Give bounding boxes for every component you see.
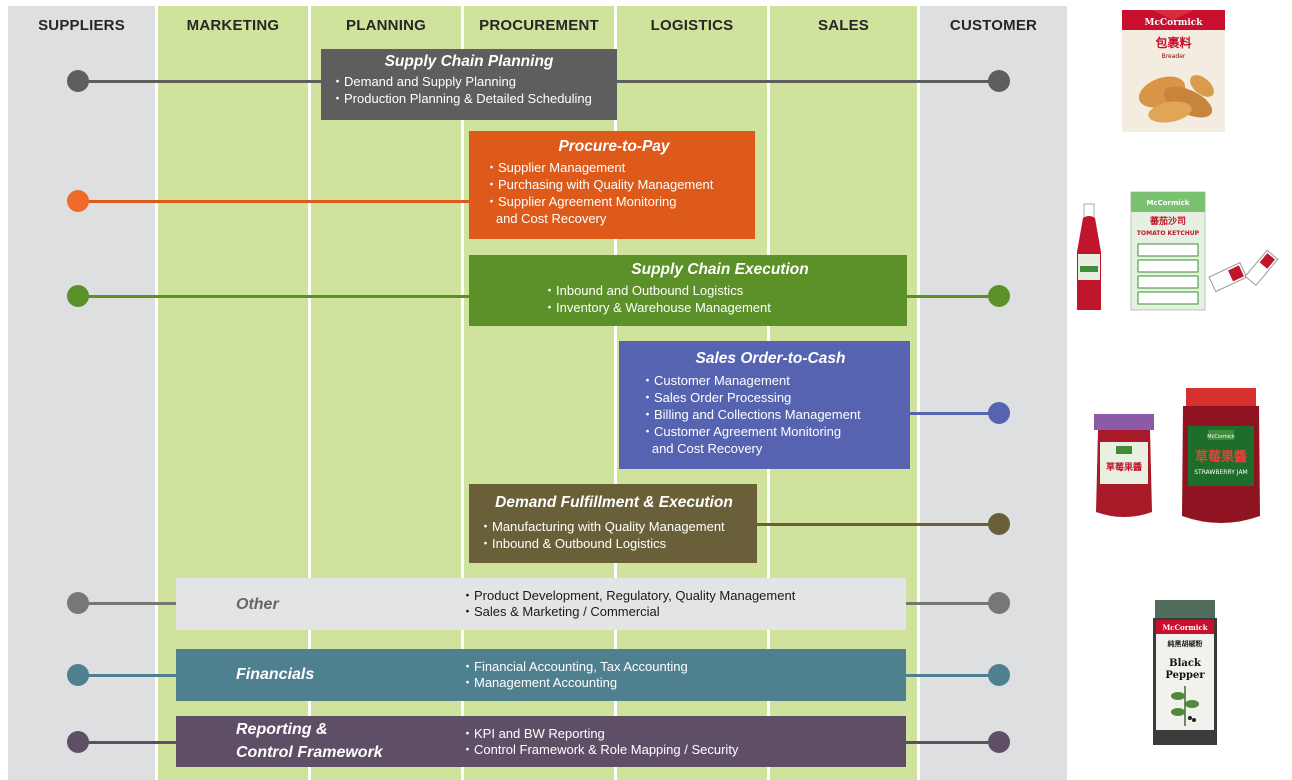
jam-cn-name: 草莓果醬 bbox=[1195, 449, 1247, 465]
customer-dot-rep bbox=[988, 731, 1010, 753]
connector-line-rep-left bbox=[80, 741, 176, 744]
band-item: ・KPI and BW Reporting bbox=[461, 726, 605, 741]
reporting-band: Reporting & Control Framework ・KPI and B… bbox=[176, 716, 906, 767]
supplier-dot-fin bbox=[67, 664, 89, 686]
pepper-cn-name: 純黑胡椒粉 bbox=[1168, 639, 1203, 648]
band-item: ・Product Development, Regulatory, Qualit… bbox=[461, 588, 796, 603]
band-item: ・Sales & Marketing / Commercial bbox=[461, 604, 660, 619]
process-item: ・Purchasing with Quality Management bbox=[485, 177, 714, 192]
supplier-dot-sce bbox=[67, 285, 89, 307]
breader-cn-name: 包裹料 bbox=[1154, 35, 1191, 50]
other-label: Other bbox=[236, 596, 279, 613]
customer-dot-scp bbox=[988, 70, 1010, 92]
process-item: ・Production Planning & Detailed Scheduli… bbox=[331, 91, 592, 106]
procure-to-pay-box: Procure-to-Pay ・Supplier Management ・Pur… bbox=[469, 131, 755, 239]
process-item: and Cost Recovery bbox=[641, 441, 763, 456]
sales-order-to-cash-title: Sales Order-to-Cash bbox=[695, 350, 846, 367]
supplier-dot-p2p bbox=[67, 190, 89, 212]
supply-chain-planning-box: Supply Chain Planning ・Demand and Supply… bbox=[321, 49, 617, 120]
process-item: ・Demand and Supply Planning bbox=[331, 74, 517, 89]
jam-en-name: STRAWBERRY JAM bbox=[1194, 469, 1248, 476]
breader-en-name: Breader bbox=[1162, 53, 1186, 60]
jam-brand: McCormick bbox=[1207, 434, 1235, 440]
column-title-sales: SALES bbox=[817, 17, 869, 34]
connector-line-dfe-right bbox=[757, 523, 999, 526]
customer-dot-other bbox=[988, 592, 1010, 614]
connector-line-o2c-right bbox=[909, 412, 999, 415]
process-item: ・Supplier Management bbox=[485, 160, 626, 175]
column-title-customer: CUSTOMER bbox=[949, 17, 1038, 34]
process-item: ・Inventory & Warehouse Management bbox=[543, 300, 771, 315]
connector-line-p2p-left bbox=[80, 200, 470, 203]
connector-line-rep-right bbox=[906, 741, 999, 744]
band-item: ・Management Accounting bbox=[461, 675, 618, 690]
supply-chain-execution-box: Supply Chain Execution ・Inbound and Outb… bbox=[469, 255, 907, 326]
column-title-logistics: LOGISTICS bbox=[650, 17, 734, 34]
pepper-brand: McCormick bbox=[1162, 623, 1207, 632]
customer-dot-o2c bbox=[988, 402, 1010, 424]
connector-line-scp-left bbox=[80, 80, 322, 83]
ketchup-products-image: McCormick 蕃茄沙司 TOMATO KETCHUP bbox=[1076, 188, 1290, 316]
pepper-en-name-1: Black bbox=[1169, 658, 1202, 669]
ketchup-brand: McCormick bbox=[1146, 199, 1189, 207]
demand-fulfillment-box: Demand Fulfillment & Execution ・Manufact… bbox=[469, 484, 757, 563]
process-item: ・Billing and Collections Management bbox=[641, 407, 861, 422]
process-item: ・Inbound and Outbound Logistics bbox=[543, 283, 744, 298]
process-item: ・Customer Management bbox=[641, 373, 790, 388]
sales-order-to-cash-box: Sales Order-to-Cash ・Customer Management… bbox=[619, 341, 910, 469]
ketchup-cn-name: 蕃茄沙司 bbox=[1149, 215, 1186, 227]
column-customer: CUSTOMER bbox=[920, 6, 1067, 780]
procure-to-pay-title: Procure-to-Pay bbox=[558, 138, 670, 155]
column-title-marketing: MARKETING bbox=[186, 17, 280, 34]
customer-dot-dfe bbox=[988, 513, 1010, 535]
black-pepper-jar-image: McCormick 純黑胡椒粉 Black Pepper bbox=[1150, 600, 1220, 748]
connector-line-sce-left bbox=[80, 295, 470, 298]
supplier-dot-scp bbox=[67, 70, 89, 92]
process-item: ・Sales Order Processing bbox=[641, 390, 792, 405]
column-title-suppliers: SUPPLIERS bbox=[38, 17, 125, 34]
supplier-dot-rep bbox=[67, 731, 89, 753]
svg-text:草莓果醬: 草莓果醬 bbox=[1106, 461, 1142, 473]
connector-line-sce-right bbox=[906, 295, 999, 298]
jam-jars-image: 草莓果醬 草莓果醬 STRAWBERRY JAM McCormick bbox=[1090, 384, 1262, 530]
reporting-label-line-2: Control Framework bbox=[236, 744, 383, 761]
financials-band: Financials ・Financial Accounting, Tax Ac… bbox=[176, 649, 906, 701]
band-item: ・Control Framework & Role Mapping / Secu… bbox=[461, 742, 739, 757]
ketchup-en-name: TOMATO KETCHUP bbox=[1137, 230, 1200, 237]
pepper-en-name-2: Pepper bbox=[1165, 670, 1205, 681]
breader-brand: McCormick bbox=[1144, 18, 1203, 28]
supplier-dot-other bbox=[67, 592, 89, 614]
column-suppliers: SUPPLIERS bbox=[8, 6, 155, 780]
breader-package-image: McCormick 包裹料 Breader bbox=[1122, 10, 1225, 132]
other-band: Other ・Product Development, Regulatory, … bbox=[176, 578, 906, 630]
band-item: ・Financial Accounting, Tax Accounting bbox=[461, 659, 688, 674]
process-item: ・Manufacturing with Quality Management bbox=[479, 519, 725, 534]
connector-line-fin-left bbox=[80, 674, 176, 677]
customer-dot-sce bbox=[988, 285, 1010, 307]
process-item: and Cost Recovery bbox=[485, 211, 607, 226]
demand-fulfillment-title: Demand Fulfillment & Execution bbox=[495, 494, 733, 511]
column-title-procurement: PROCUREMENT bbox=[479, 17, 599, 34]
reporting-label-line-1: Reporting & bbox=[236, 721, 328, 738]
connector-line-other-left bbox=[80, 602, 176, 605]
connector-line-scp-right bbox=[617, 80, 999, 83]
connector-line-other-right bbox=[906, 602, 999, 605]
financials-label: Financials bbox=[236, 666, 315, 683]
supply-chain-execution-title: Supply Chain Execution bbox=[631, 261, 809, 278]
column-title-planning: PLANNING bbox=[346, 17, 426, 34]
supply-chain-planning-title: Supply Chain Planning bbox=[384, 53, 554, 70]
process-item: ・Supplier Agreement Monitoring bbox=[485, 194, 677, 209]
process-item: ・Inbound & Outbound Logistics bbox=[479, 536, 667, 551]
customer-dot-fin bbox=[988, 664, 1010, 686]
process-item: ・Customer Agreement Monitoring bbox=[641, 424, 842, 439]
connector-line-fin-right bbox=[906, 674, 999, 677]
